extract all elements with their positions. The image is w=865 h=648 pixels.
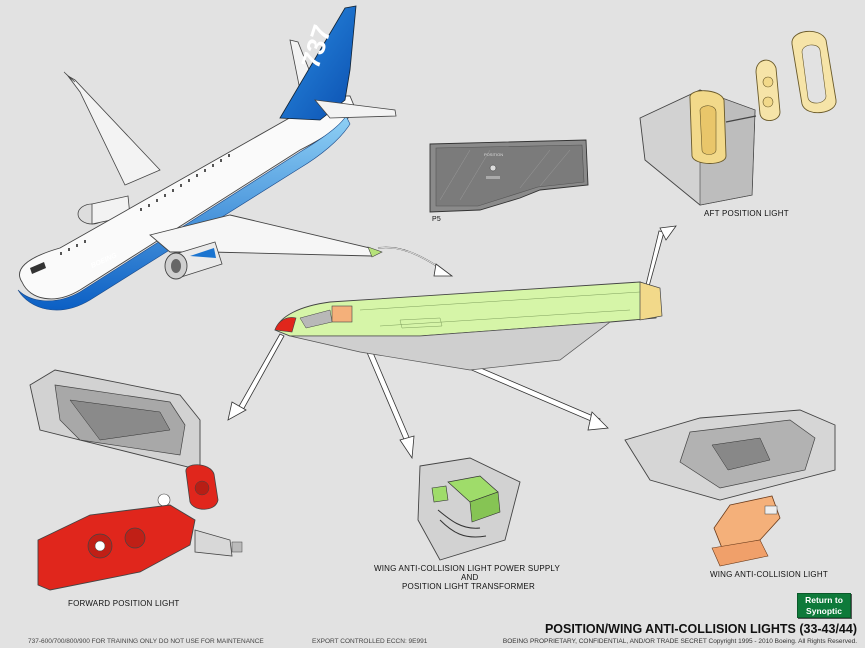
forward-position-light-label: FORWARD POSITION LIGHT	[68, 599, 180, 608]
power-supply-label-line1: WING ANTI-COLLISION LIGHT POWER SUPPLY	[374, 564, 561, 573]
proprietary-notice: BOEING PROPRIETARY, CONFIDENTIAL, AND/OR…	[502, 638, 857, 645]
power-supply-label-line2: AND	[461, 573, 479, 582]
wing-cutaway	[274, 281, 663, 371]
forward-position-light-illustration	[29, 369, 243, 591]
p5-panel: POSITION	[429, 139, 589, 213]
return-to-synoptic-button[interactable]: Return to Synoptic	[797, 593, 851, 618]
return-button-line2: Synoptic	[806, 606, 842, 616]
return-button-line1: Return to	[805, 595, 843, 605]
panel-switch-text: POSITION	[484, 152, 503, 157]
aft-position-light-illustration	[639, 30, 837, 206]
page-title: POSITION/WING ANTI-COLLISION LIGHTS (33-…	[544, 622, 857, 636]
aft-position-light-label: AFT POSITION LIGHT	[704, 209, 789, 218]
training-disclaimer: 737-600/700/800/900 FOR TRAINING ONLY DO…	[28, 638, 264, 645]
p5-panel-label: P5	[432, 216, 441, 223]
wing-anti-collision-light-label: WING ANTI-COLLISION LIGHT	[710, 570, 828, 579]
export-control-notice: EXPORT CONTROLLED ECCN: 9E991	[312, 638, 428, 645]
position-switch-icon	[489, 164, 497, 172]
wing-anti-collision-light-illustration	[624, 409, 836, 567]
airplane-illustration: 737 BOEING	[17, 5, 397, 311]
power-supply-label-line3: POSITION LIGHT TRANSFORMER	[402, 582, 535, 591]
power-supply-illustration	[417, 457, 521, 561]
